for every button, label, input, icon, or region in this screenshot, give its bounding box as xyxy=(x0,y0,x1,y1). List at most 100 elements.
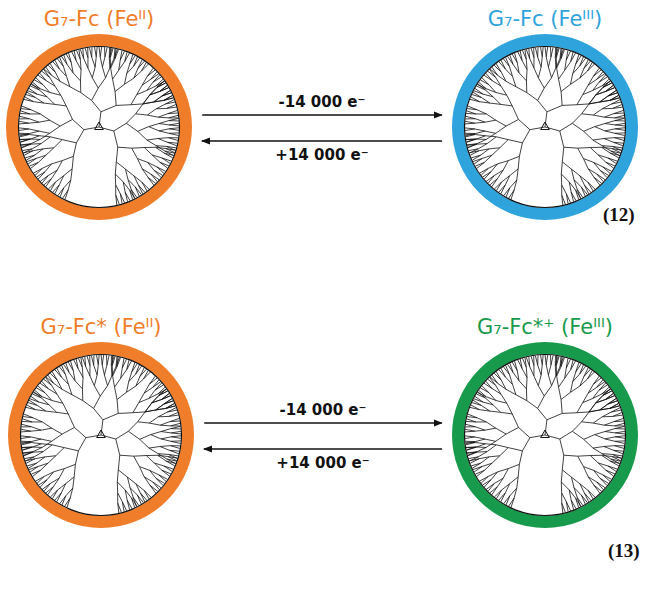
branch-line xyxy=(20,116,30,118)
branch-line xyxy=(152,400,162,403)
branch-line xyxy=(113,79,116,91)
branch-line xyxy=(159,131,169,133)
branch-line xyxy=(562,104,577,106)
branch-line xyxy=(115,174,123,182)
branch-line xyxy=(82,389,83,401)
branch-line xyxy=(518,360,522,369)
branch-line xyxy=(134,58,140,66)
branch-line xyxy=(128,431,139,439)
branch-line xyxy=(499,493,506,500)
branch-line xyxy=(148,162,155,170)
branch-line xyxy=(501,104,513,106)
branch-line xyxy=(143,372,150,379)
branch-line xyxy=(164,401,173,404)
branch-line xyxy=(65,374,68,384)
branch-line xyxy=(76,50,80,59)
dendrimer-node: G₇-Fc* (Feᴵᴵ) xyxy=(8,314,194,528)
branch-line xyxy=(518,464,519,477)
branch-line xyxy=(576,498,579,507)
branch-line xyxy=(147,138,158,140)
branch-line xyxy=(171,423,181,426)
branch-line xyxy=(477,139,486,143)
branch-line xyxy=(92,67,95,78)
branch-line xyxy=(606,162,614,168)
branch-line xyxy=(102,57,105,67)
branch-line xyxy=(169,118,179,120)
branch-line xyxy=(534,376,538,386)
branch-line xyxy=(583,159,588,169)
branch-line xyxy=(492,148,500,155)
branch-line xyxy=(136,114,148,115)
branch-line xyxy=(593,446,604,448)
branch-line xyxy=(562,455,563,470)
branch-line xyxy=(559,378,565,387)
branch-line xyxy=(56,448,64,456)
branch-line xyxy=(64,448,78,451)
branch-line xyxy=(562,503,563,513)
branch-line xyxy=(63,403,69,414)
branch-line xyxy=(615,441,625,443)
branch-line xyxy=(562,493,567,502)
branch-line xyxy=(25,457,35,459)
branch-line xyxy=(132,147,145,149)
branch-line xyxy=(571,500,576,509)
branch-line xyxy=(482,78,489,85)
branch-line xyxy=(527,401,538,409)
branch-line xyxy=(561,49,565,58)
branch-line xyxy=(118,147,132,149)
branch-line xyxy=(144,477,153,482)
branch-line xyxy=(613,415,623,416)
branch-line xyxy=(525,358,526,368)
branch-line xyxy=(40,176,48,182)
branch-line xyxy=(600,100,610,102)
branch-line xyxy=(561,400,562,414)
branch-line xyxy=(465,133,475,134)
branch-line xyxy=(603,83,612,87)
branch-line xyxy=(116,195,120,204)
branch-line xyxy=(21,442,31,444)
branch-line xyxy=(562,470,571,477)
branch-line xyxy=(166,148,175,152)
branch-line xyxy=(465,442,475,443)
branch-line xyxy=(40,114,49,120)
branch-line xyxy=(475,396,483,402)
branch-line xyxy=(130,56,135,64)
branch-line xyxy=(149,417,158,423)
branch-line xyxy=(169,413,178,417)
branch-line xyxy=(593,138,604,140)
branch-line xyxy=(31,439,41,442)
branch-line xyxy=(162,93,171,96)
branch-line xyxy=(518,427,529,437)
branch-line xyxy=(139,398,149,402)
branch-line xyxy=(475,427,485,430)
branch-line xyxy=(469,457,479,459)
branch-line xyxy=(610,153,619,158)
branch-line xyxy=(166,461,175,466)
branch-line xyxy=(87,58,88,68)
branch-line xyxy=(537,47,538,57)
branch-line xyxy=(496,126,506,133)
branch-line xyxy=(53,185,60,192)
branch-line xyxy=(39,131,50,133)
branch-line xyxy=(143,102,154,104)
branch-line xyxy=(507,403,513,414)
branch-line xyxy=(29,131,39,134)
branch-line xyxy=(486,133,495,139)
branch-line xyxy=(570,386,579,392)
branch-line xyxy=(501,380,506,389)
branch-line xyxy=(160,88,169,92)
branch-line xyxy=(595,435,605,439)
branch-line xyxy=(162,158,170,164)
branch-line xyxy=(164,98,174,101)
branch-line xyxy=(146,455,157,456)
branch-line xyxy=(116,185,121,194)
branch-line xyxy=(510,488,517,496)
branch-line xyxy=(593,109,602,115)
reaction-arrow xyxy=(204,448,442,450)
branch-line xyxy=(50,77,55,86)
branch-line xyxy=(608,158,616,164)
branch-line xyxy=(580,71,588,78)
branch-line xyxy=(123,182,125,192)
branch-line xyxy=(104,365,107,375)
branch-line xyxy=(54,140,62,148)
